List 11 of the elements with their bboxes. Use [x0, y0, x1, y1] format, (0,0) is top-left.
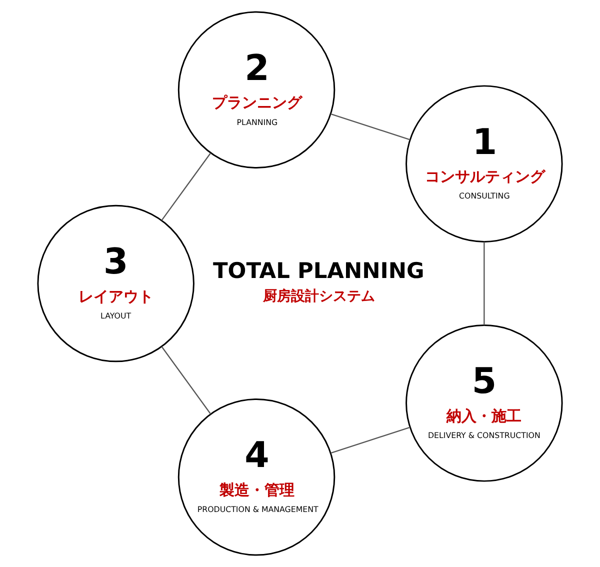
node-circle: 2 プランニング PLANNING: [178, 11, 336, 168]
connector: [161, 152, 212, 221]
node-circle: 3 レイアウト LAYOUT: [37, 204, 194, 362]
node-circle: 1 コンサルティング CONSULTING: [406, 85, 563, 242]
connector: [330, 426, 410, 454]
node-circle: 5 納入・施工 DELIVERY & CONSTRUCTION: [406, 324, 563, 482]
node-circle: 4 製造・管理 PRODUCTION & MANAGEMENT: [178, 398, 336, 556]
connector: [484, 242, 485, 326]
connector: [161, 346, 212, 414]
node-text: TOTAL PLANNING 厨房設計システム: [212, 259, 424, 304]
connector: [330, 113, 410, 140]
